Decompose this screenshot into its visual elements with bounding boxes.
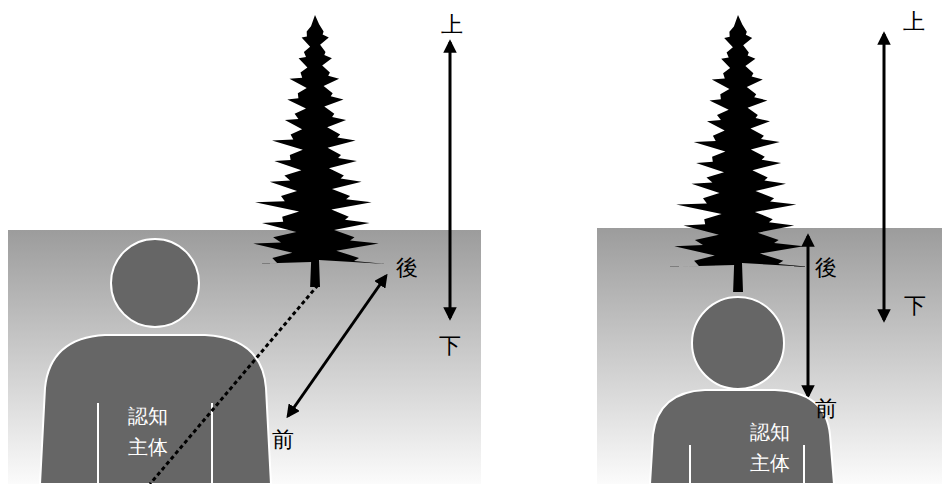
arm-line [803, 445, 805, 484]
ground-left [8, 230, 481, 484]
direction-label: 後 [815, 256, 837, 280]
direction-label: 下 [439, 334, 461, 358]
subject-label: 認知 主体 [125, 401, 171, 463]
vertical-axis-arrow [449, 42, 452, 318]
person-head [692, 297, 784, 389]
tree-silhouette [661, 15, 812, 292]
direction-label: 後 [396, 256, 418, 280]
person-outline [650, 295, 834, 484]
direction-label: 前 [272, 428, 294, 452]
direction-label: 上 [903, 10, 925, 34]
cognitive-subject-figure: 認知 主体 [40, 238, 271, 484]
gaze-line [150, 285, 318, 484]
person-body [650, 390, 834, 484]
subject-label: 認知 主体 [747, 417, 793, 479]
person-head [111, 239, 199, 327]
vertical-axis-arrow [883, 34, 886, 320]
ground-right [597, 228, 942, 484]
tree-silhouette [240, 15, 386, 287]
depth-axis-arrow [288, 276, 386, 416]
arm-line [97, 403, 99, 484]
direction-label: 前 [815, 397, 837, 421]
direction-label: 上 [441, 13, 463, 37]
arm-line [211, 403, 213, 484]
direction-label: 下 [904, 294, 926, 318]
arm-line [689, 445, 691, 484]
cognitive-subject-figure: 認知 主体 [650, 295, 834, 484]
depth-axis-arrow [807, 236, 810, 396]
person-body [40, 335, 271, 484]
